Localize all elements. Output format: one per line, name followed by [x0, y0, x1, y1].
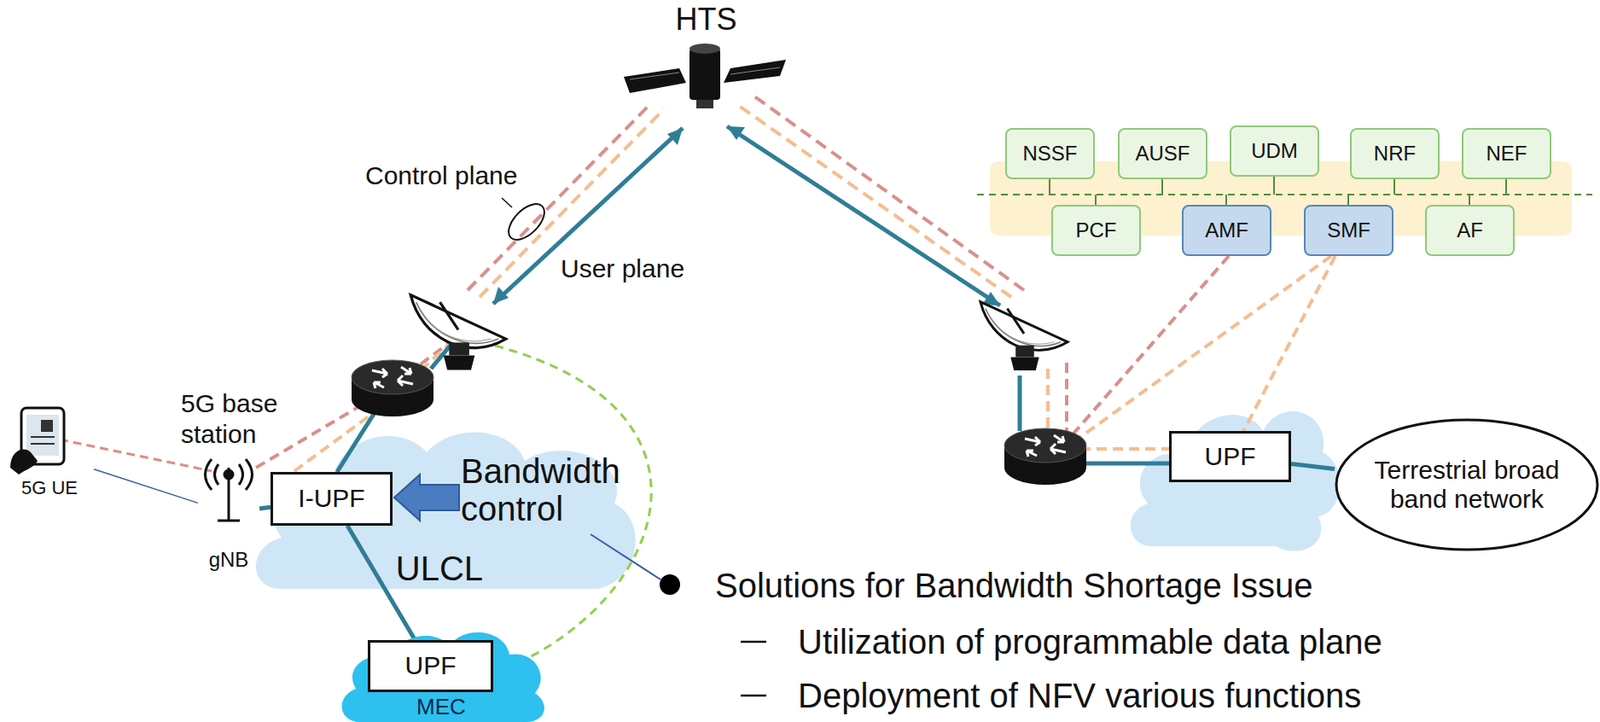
- block-arrow: [394, 474, 460, 521]
- highlight-ring: [502, 197, 552, 247]
- node-text: MEC: [416, 694, 466, 721]
- leader-line: [590, 534, 661, 580]
- node-text: NRF: [1373, 141, 1416, 166]
- nf-box: NRF: [1349, 128, 1440, 180]
- plane-label: Control plane: [365, 160, 518, 192]
- list-dash: [740, 694, 767, 698]
- satellite-icon: [623, 43, 786, 109]
- nf-box: NSSF: [1005, 128, 1095, 180]
- node-text: UDM: [1250, 139, 1298, 163]
- service-bus-line: [977, 193, 1593, 196]
- connector: [93, 469, 198, 504]
- connectors: [93, 256, 1336, 640]
- nf-box: AUSF: [1117, 128, 1208, 180]
- node-text: AMF: [1204, 218, 1249, 243]
- satellite-dish: [980, 302, 1068, 372]
- connector: [1291, 464, 1335, 470]
- node-text: AUSF: [1134, 141, 1190, 166]
- nf-box: PCF: [1051, 204, 1141, 256]
- bullet-text: Solutions for Bandwidth Shortage Issue: [715, 564, 1313, 606]
- ground-links-left: [59, 334, 652, 666]
- bullet-text: Deployment of NFV various functions: [797, 674, 1362, 716]
- router-icon: [1004, 428, 1087, 485]
- upf-box: UPF: [367, 640, 494, 693]
- bus-taps: [1049, 176, 1507, 205]
- node-text: 5G UE: [21, 477, 78, 499]
- network-ellipse: Terrestrial broad band network: [1334, 418, 1600, 552]
- leader-line: [501, 197, 512, 208]
- nf-box: SMF: [1303, 204, 1394, 256]
- node-text: Terrestrial broad band network: [1360, 455, 1574, 515]
- bullet-dot: [659, 574, 681, 595]
- node-text: HTS: [675, 1, 738, 37]
- node-text: NEF: [1486, 141, 1528, 166]
- nf-box: UDM: [1229, 125, 1320, 177]
- antenna-icon: [205, 459, 253, 521]
- list-dash: [740, 640, 767, 644]
- gnb-node: gNB: [197, 452, 260, 574]
- control-label: Bandwidth control: [460, 452, 645, 528]
- node-text: I-UPF: [297, 483, 365, 514]
- satellite-dish: [410, 295, 507, 371]
- node-text: UPF: [1204, 442, 1257, 472]
- plane-label: User plane: [560, 253, 685, 285]
- node-text: AF: [1456, 218, 1484, 243]
- edge-label: ULCL: [393, 548, 486, 588]
- connector: [259, 506, 271, 509]
- nf-box: NEF: [1461, 128, 1552, 180]
- node-text: PCF: [1076, 218, 1118, 243]
- satellite-links: [467, 93, 1024, 306]
- mec-cloud: MEC UPF: [334, 616, 548, 722]
- router-icon: [351, 360, 434, 417]
- phone-icon: [10, 407, 64, 475]
- ue-node: 5G UE: [5, 409, 94, 501]
- nf-box: AMF: [1181, 204, 1272, 256]
- upf-box: UPF: [1169, 430, 1292, 483]
- station-label: 5G base station: [180, 388, 297, 450]
- node-text: gNB: [209, 547, 250, 572]
- satellite-node: HTS: [648, 0, 764, 116]
- connector: [1243, 256, 1336, 431]
- node-text: NSSF: [1022, 141, 1077, 166]
- network-cloud: [1130, 411, 1340, 552]
- nf-box: AF: [1425, 204, 1515, 256]
- upf-box: I-UPF: [270, 471, 393, 526]
- bullet-text: Utilization of programmable data plane: [797, 621, 1383, 663]
- node-text: UPF: [405, 651, 457, 681]
- node-text: SMF: [1326, 218, 1371, 243]
